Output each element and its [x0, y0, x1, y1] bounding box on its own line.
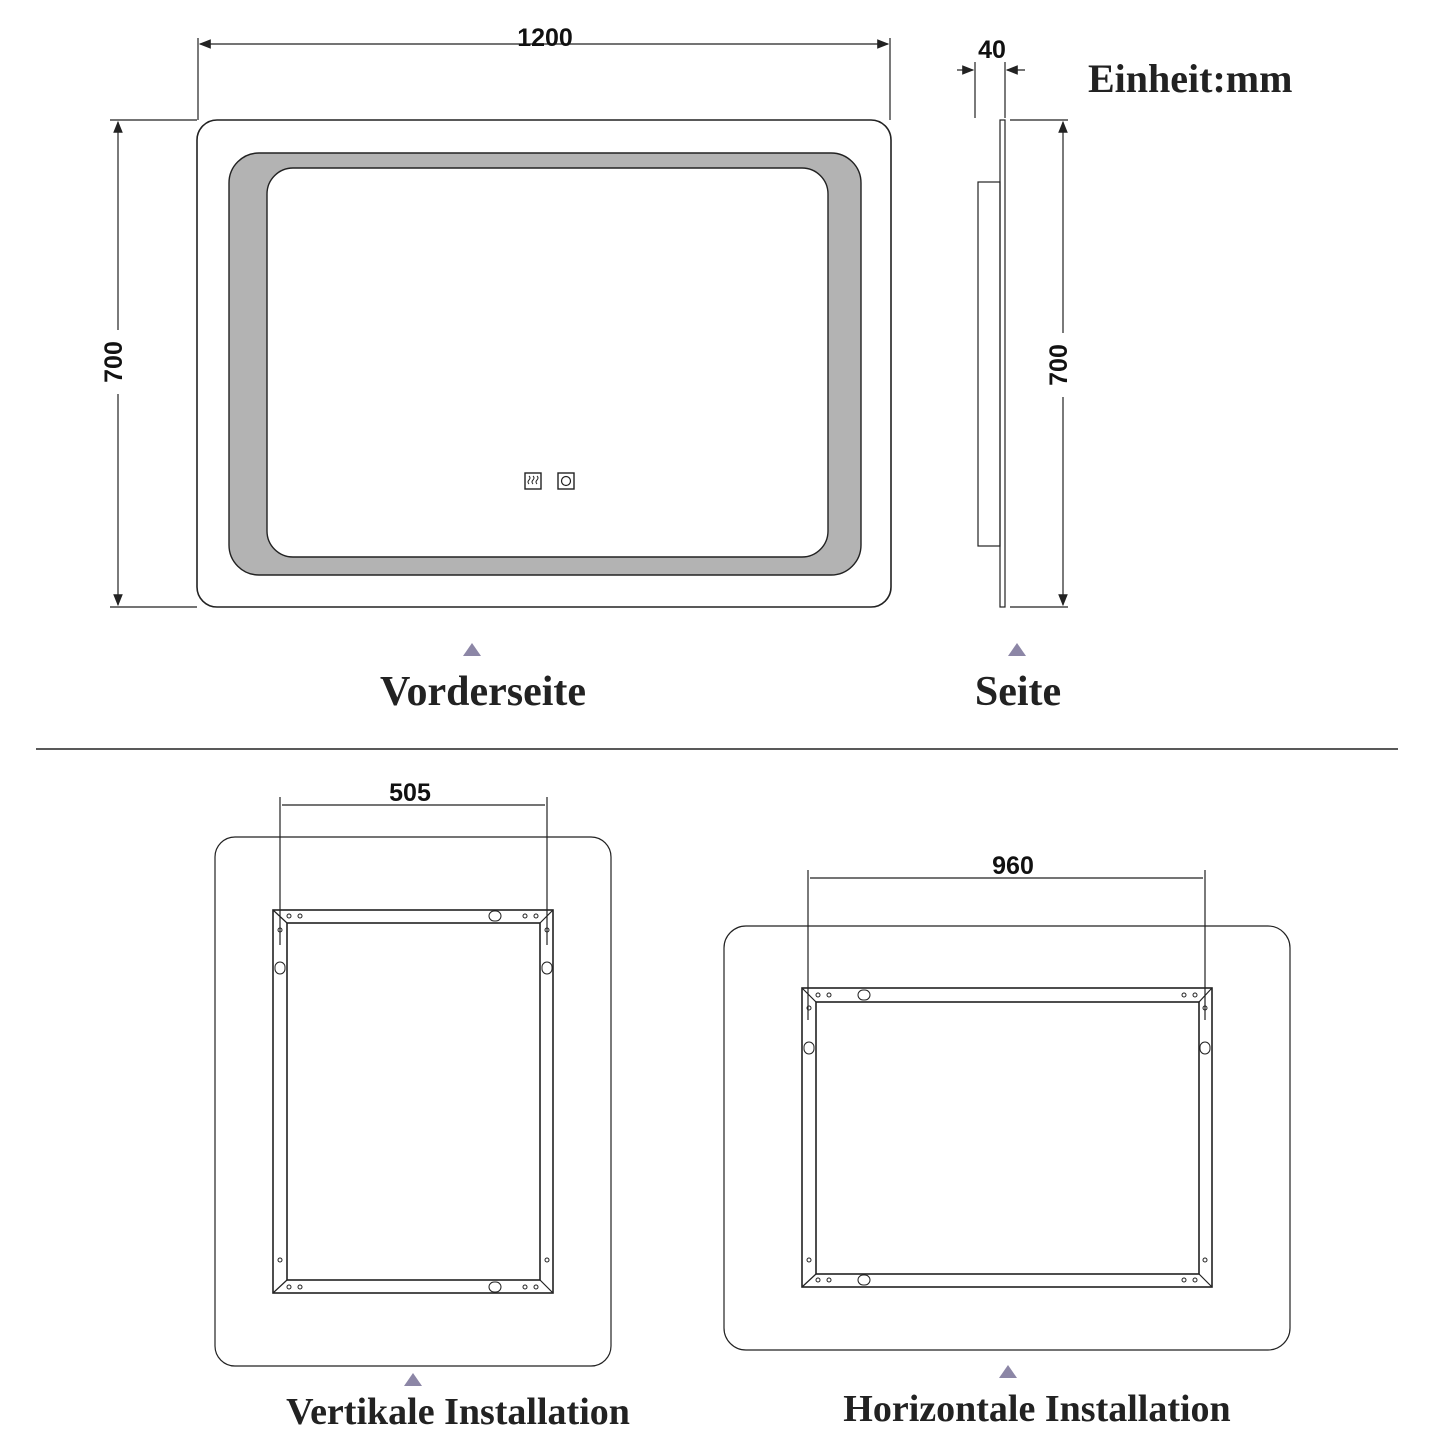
mounting-frame-inner	[815, 1001, 1200, 1275]
keyhole-icon	[488, 1281, 502, 1293]
mirror-glass	[266, 167, 829, 558]
keyhole-icon	[541, 961, 553, 975]
power-switch-icon	[557, 472, 575, 490]
defogger-icon	[524, 472, 542, 490]
horizontal-caption: Horizontale Installation	[843, 1388, 1230, 1430]
mirror-outline	[196, 119, 892, 608]
horizontal-spacing-label: 960	[992, 852, 1034, 880]
mounting-frame	[272, 909, 554, 1294]
depth-label: 40	[978, 36, 1006, 64]
keyhole-icon	[857, 1274, 871, 1286]
side-height-label: 700	[1045, 344, 1073, 386]
vertical-spacing-label: 505	[389, 779, 431, 807]
vertical-installation-view: 505 Vertikale Installation	[214, 779, 630, 1433]
front-caption: Vorderseite	[380, 669, 586, 715]
height-label: 700	[100, 341, 128, 383]
keyhole-icon	[857, 989, 871, 1001]
unit-label: Einheit:mm	[1088, 56, 1292, 101]
mirror-outline	[214, 836, 612, 1367]
mirror-outline	[723, 925, 1291, 1351]
keyhole-icon	[1199, 1041, 1211, 1055]
triangle-marker-icon	[404, 1373, 422, 1386]
keyhole-icon	[274, 961, 286, 975]
vertical-caption: Vertikale Installation	[286, 1391, 630, 1433]
width-label: 1200	[517, 24, 573, 52]
triangle-marker-icon	[1008, 643, 1026, 656]
side-view: 40 700 Seite	[957, 36, 1076, 715]
mounting-frame-inner	[286, 922, 541, 1281]
keyhole-icon	[803, 1041, 815, 1055]
triangle-marker-icon	[463, 643, 481, 656]
keyhole-icon	[488, 910, 502, 922]
front-view: 1200 700 Vorderseite	[100, 24, 892, 715]
mounting-frame	[801, 987, 1213, 1288]
side-back-box	[977, 181, 1001, 547]
horizontal-installation-view: 960 Horizontale Installation	[723, 852, 1291, 1430]
triangle-marker-icon	[999, 1365, 1017, 1378]
side-glass	[999, 119, 1006, 608]
side-caption: Seite	[975, 669, 1061, 715]
